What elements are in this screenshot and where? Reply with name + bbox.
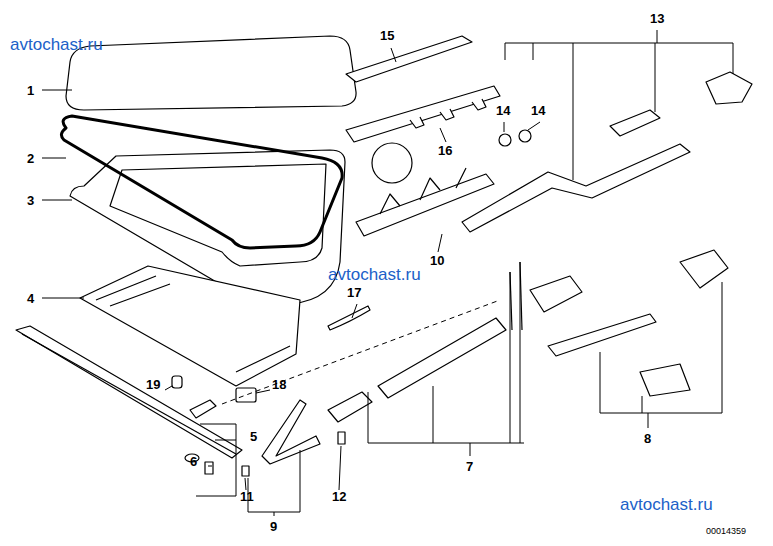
bolt-14 [519, 130, 531, 142]
callout-number: 10 [430, 254, 444, 267]
rail-15 [346, 36, 472, 82]
slide-12 [328, 392, 372, 422]
rail-16 [346, 86, 500, 142]
seal [61, 116, 342, 248]
sunshade [80, 266, 300, 386]
arm-8 [548, 314, 656, 356]
callout-number: 5 [250, 430, 257, 443]
lever-9 [262, 400, 320, 464]
part-6-screw [205, 462, 213, 474]
bracket-9 [248, 450, 300, 516]
callout-number: 12 [332, 490, 346, 503]
part-8-plate [640, 364, 690, 396]
sunshade-line [96, 276, 290, 372]
callout-number: 7 [466, 460, 473, 473]
callout-number: 14 [531, 104, 545, 117]
watermark: avtochast.ru [620, 496, 713, 513]
callout-number: 13 [650, 12, 664, 25]
callout-number: 18 [272, 378, 286, 391]
callout-number: 11 [240, 490, 254, 503]
part-13-bracket [706, 72, 752, 104]
bracket-13 [505, 30, 733, 180]
callout-number: 4 [27, 292, 34, 305]
watermark: avtochast.ru [328, 266, 421, 283]
callout-number: 15 [380, 29, 394, 42]
callout-number: 8 [644, 432, 651, 445]
callout-number: 16 [438, 144, 452, 157]
bracket-5 [196, 424, 236, 496]
part-13-block [610, 110, 660, 136]
rail-16-clips [410, 99, 486, 128]
part-small [190, 400, 216, 418]
callout-number: 6 [190, 455, 197, 468]
dashed-line [222, 300, 500, 404]
guide-rail [16, 326, 242, 458]
part-18 [236, 388, 256, 402]
drive-cable [378, 318, 506, 398]
part-19 [172, 376, 182, 388]
leader-lines [42, 48, 540, 490]
diagram-code: 00014359 [706, 527, 746, 536]
strip-17 [328, 306, 370, 330]
callout-number: 3 [27, 194, 34, 207]
callout-number: 2 [27, 152, 34, 165]
frame-opening [110, 164, 326, 266]
detail-circle [372, 143, 412, 183]
screw-11 [242, 466, 249, 476]
bracket-7 [368, 262, 524, 456]
callout-number: 17 [347, 286, 361, 299]
callout-number: 9 [270, 520, 277, 533]
arm-13 [462, 144, 690, 232]
glass-panel [66, 36, 356, 110]
bolt-14 [499, 134, 511, 146]
callout-number: 1 [27, 84, 34, 97]
watermark: avtochast.ru [10, 36, 103, 53]
part-8-block [530, 276, 582, 312]
screw-12 [338, 432, 345, 444]
callout-number: 19 [146, 378, 160, 391]
bracket-8 [600, 282, 722, 428]
guide-rail-line [22, 334, 236, 454]
callout-number: 14 [496, 104, 510, 117]
part-8-bracket [680, 250, 728, 288]
